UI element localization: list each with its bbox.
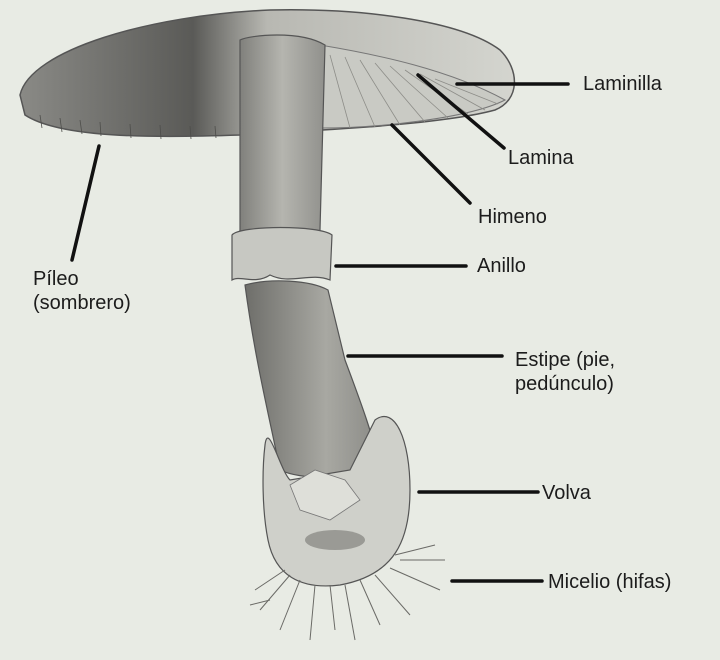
label-estipe-line1: Estipe (pie, xyxy=(515,349,616,371)
anillo-drawing xyxy=(231,226,333,282)
label-lamina: Lamina xyxy=(508,147,574,169)
leader-line-pileo xyxy=(70,144,101,262)
label-estipe: Estipe (pie, pedúnculo) xyxy=(515,348,615,396)
leader-line-himeno xyxy=(390,123,472,205)
leader-line-lamina xyxy=(416,73,506,150)
label-pileo-line2: (sombrero) xyxy=(33,292,131,314)
label-pileo-line1: Píleo xyxy=(33,268,79,290)
micelio-drawing xyxy=(249,544,445,641)
label-anillo: Anillo xyxy=(477,255,526,277)
label-pileo: Píleo (sombrero) xyxy=(33,267,131,315)
volva-drawing xyxy=(262,415,411,587)
label-laminilla: Laminilla xyxy=(583,73,662,95)
label-himeno: Himeno xyxy=(478,206,547,228)
label-volva: Volva xyxy=(542,482,591,504)
label-estipe-line2: pedúnculo) xyxy=(515,373,614,395)
label-micelio: Micelio (hifas) xyxy=(548,571,672,593)
leader-lines xyxy=(70,73,570,583)
